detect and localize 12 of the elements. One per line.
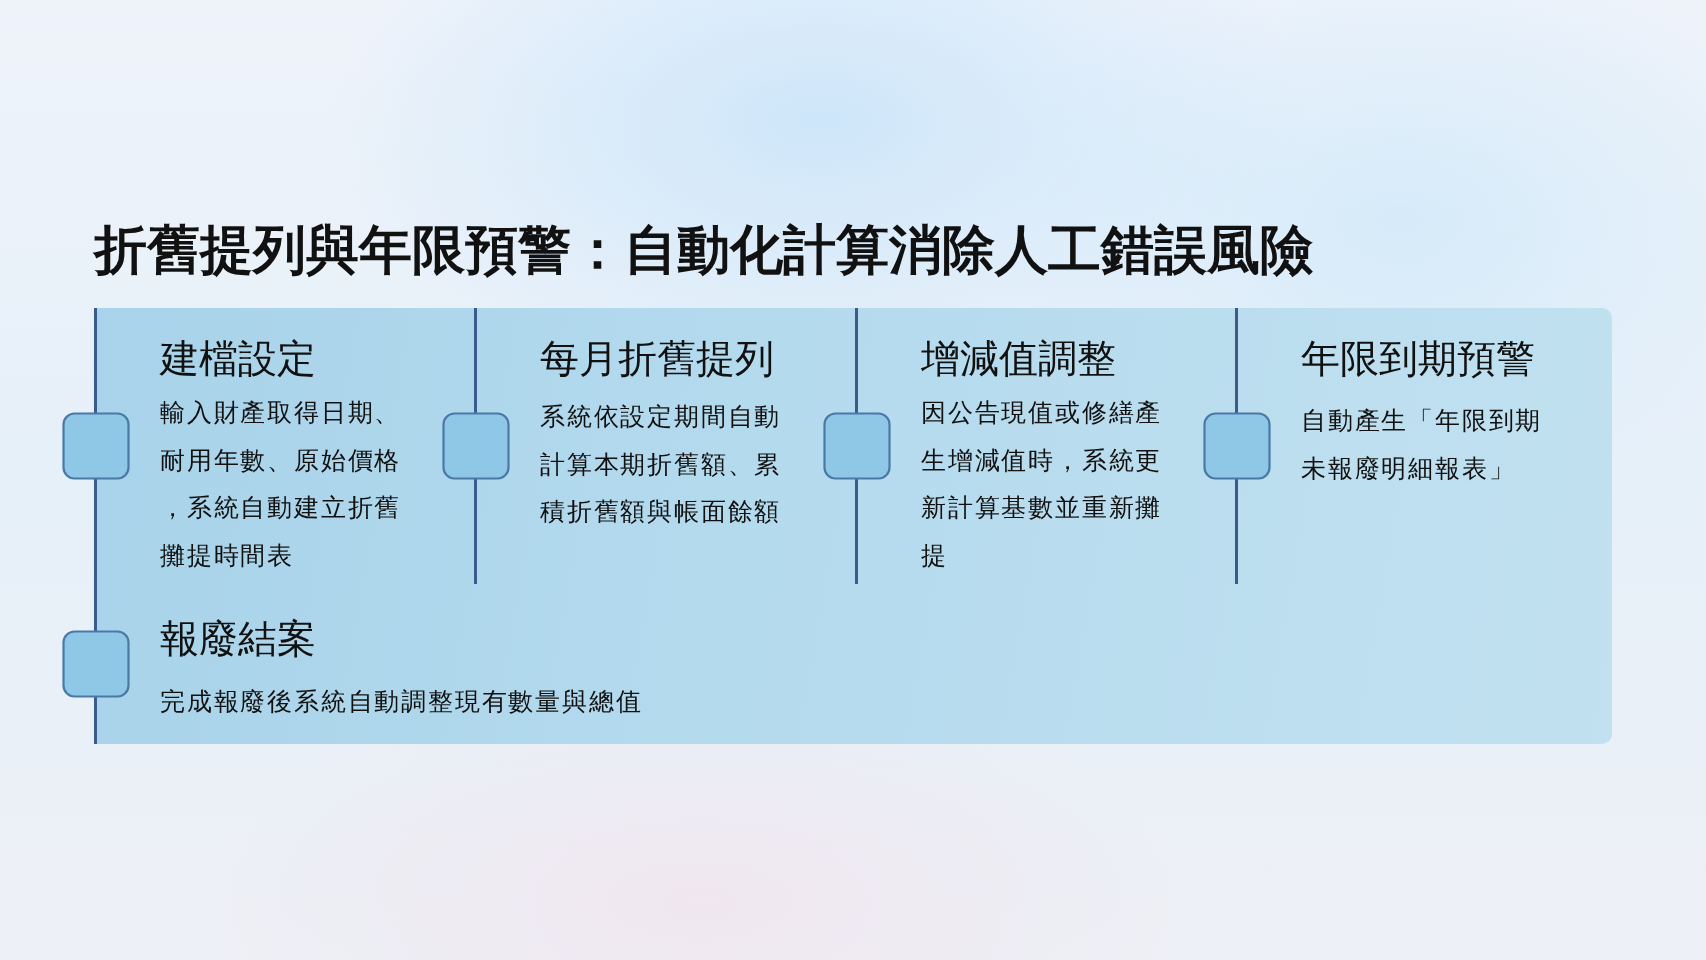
step-description: 因公告現值或修繕產生增減值時，系統更新計算基數並重新攤提	[921, 397, 1163, 572]
step-description: 完成報廢後系統自動調整現有數量與總值	[160, 686, 644, 718]
slide-title: 折舊提列與年限預警：自動化計算消除人工錯誤風險	[94, 217, 1313, 282]
content-panel	[94, 308, 1612, 744]
step-description: 輸入財產取得日期、耐用年數、原始價格，系統自動建立折舊攤提時間表	[160, 397, 402, 572]
step-heading: 報廢結案	[160, 616, 316, 662]
step-heading: 每月折舊提列	[540, 336, 774, 382]
step-heading: 建檔設定	[160, 336, 316, 382]
step-heading: 年限到期預警	[1301, 336, 1535, 382]
step-heading: 增減值調整	[921, 336, 1116, 382]
step-description: 系統依設定期間自動計算本期折舊額、累積折舊額與帳面餘額	[540, 401, 782, 528]
step-description: 自動產生「年限到期未報廢明細報表」	[1301, 405, 1543, 485]
